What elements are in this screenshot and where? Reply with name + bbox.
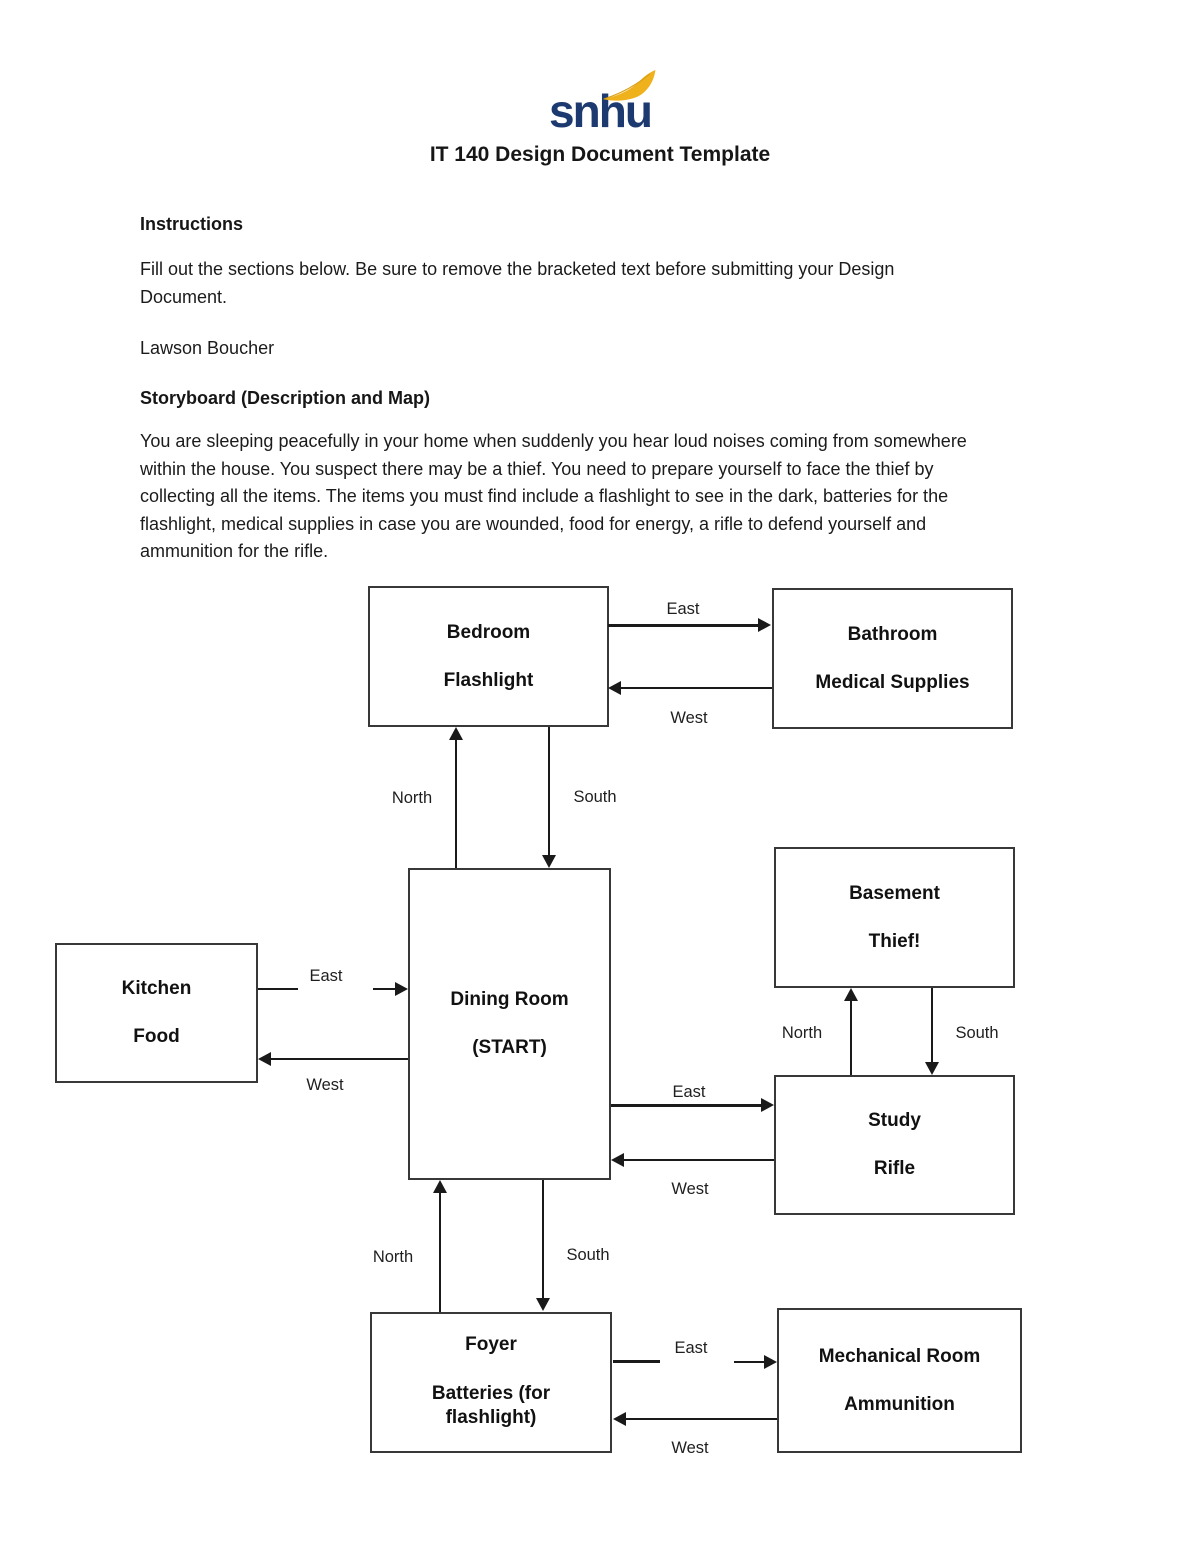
direction-label: East: [666, 600, 700, 618]
direction-label: East: [309, 967, 343, 985]
direction-label: East: [674, 1339, 708, 1357]
room-item: (START): [472, 1037, 547, 1058]
room-item: Food: [133, 1026, 180, 1047]
room-box-foyer: Foyer Batteries (for flashlight): [370, 1312, 612, 1453]
arrow-line: [455, 740, 457, 868]
leaf-icon: [603, 70, 656, 101]
direction-label: West: [671, 1180, 709, 1198]
arrowhead-left-icon: [608, 681, 621, 695]
arrowhead-right-icon: [764, 1355, 777, 1369]
room-box-bedroom: Bedroom Flashlight: [368, 586, 609, 727]
direction-label: West: [670, 709, 708, 727]
arrow-line: [626, 1418, 777, 1420]
room-name: Mechanical Room: [818, 1345, 981, 1367]
arrowhead-down-icon: [542, 855, 556, 868]
arrowhead-up-icon: [433, 1180, 447, 1193]
room-name: Kitchen: [121, 978, 192, 1000]
text-line: flashlight, medical supplies in case you…: [140, 513, 927, 534]
arrow-line: [548, 727, 550, 855]
arrow-line: [542, 1180, 544, 1298]
arrowhead-left-icon: [613, 1412, 626, 1426]
arrowhead-up-icon: [844, 988, 858, 1001]
room-name: Basement: [849, 882, 940, 904]
room-item: Rifle: [873, 1158, 916, 1179]
room-item: Batteries (for flashlight): [431, 1382, 551, 1429]
text-line: Fill out the sections below. Be sure to …: [140, 259, 895, 279]
direction-label: North: [781, 1024, 823, 1042]
arrowhead-down-icon: [925, 1062, 939, 1075]
room-box-study: Study Rifle: [774, 1075, 1015, 1215]
room-name: Dining Room: [450, 989, 569, 1011]
arrowhead-down-icon: [536, 1298, 550, 1311]
direction-label: West: [306, 1076, 344, 1094]
arrow-line: [611, 1104, 761, 1107]
direction-label: West: [671, 1439, 709, 1457]
room-box-kitchen: Kitchen Food: [55, 943, 258, 1083]
direction-label: North: [372, 1248, 414, 1266]
storyboard-heading: Storyboard (Description and Map): [140, 388, 431, 408]
direction-label: South: [566, 1246, 610, 1264]
arrow-line: [850, 1001, 852, 1075]
text-line: Document.: [140, 286, 228, 307]
direction-label: North: [391, 789, 433, 807]
arrowhead-left-icon: [611, 1153, 624, 1167]
arrowhead-right-icon: [761, 1098, 774, 1112]
text-line: ammunition for the rifle.: [140, 541, 329, 561]
room-item: Ammunition: [844, 1393, 955, 1415]
arrow-line: [439, 1193, 441, 1312]
arrow-line: [931, 988, 933, 1062]
text-line: within the house. You suspect there may …: [140, 458, 934, 479]
arrow-line: [258, 988, 298, 990]
storyboard-paragraph: You are sleeping peacefully in your home…: [140, 428, 967, 566]
arrowhead-right-icon: [395, 982, 408, 996]
direction-label: South: [955, 1024, 999, 1042]
room-item: Flashlight: [443, 669, 534, 691]
arrow-line: [608, 624, 758, 627]
author-line: Lawson Boucher: [140, 335, 274, 363]
page-title: IT 140 Design Document Template: [429, 143, 771, 166]
room-box-basement: Basement Thief!: [774, 847, 1015, 988]
arrow-line: [734, 1361, 764, 1363]
arrowhead-right-icon: [758, 618, 771, 632]
direction-label: East: [672, 1083, 706, 1101]
arrowhead-up-icon: [449, 727, 463, 740]
snhu-logo: snhu: [549, 70, 656, 134]
room-name: Bathroom: [847, 623, 938, 645]
text-line: You are sleeping peacefully in your home…: [140, 431, 967, 451]
text-line: collecting all the items. The items you …: [140, 486, 949, 506]
room-name: Bedroom: [446, 621, 531, 643]
room-item: Thief!: [868, 930, 921, 952]
arrow-line: [373, 988, 395, 990]
instructions-paragraph: Fill out the sections below. Be sure to …: [140, 256, 894, 311]
arrowhead-left-icon: [258, 1052, 271, 1066]
room-item: Medical Supplies: [815, 671, 970, 693]
room-box-bathroom: Bathroom Medical Supplies: [772, 588, 1013, 729]
text-line: Lawson Boucher: [140, 338, 275, 358]
room-box-mechanical-room: Mechanical Room Ammunition: [777, 1308, 1022, 1453]
arrow-line: [271, 1058, 408, 1060]
direction-label: South: [573, 788, 617, 806]
arrow-line: [624, 1159, 774, 1161]
room-name: Foyer: [465, 1333, 517, 1355]
room-box-dining-room: Dining Room (START): [408, 868, 611, 1180]
arrow-line: [621, 687, 772, 689]
room-name: Study: [868, 1110, 921, 1132]
instructions-heading: Instructions: [140, 214, 244, 234]
arrow-line: [613, 1360, 660, 1363]
